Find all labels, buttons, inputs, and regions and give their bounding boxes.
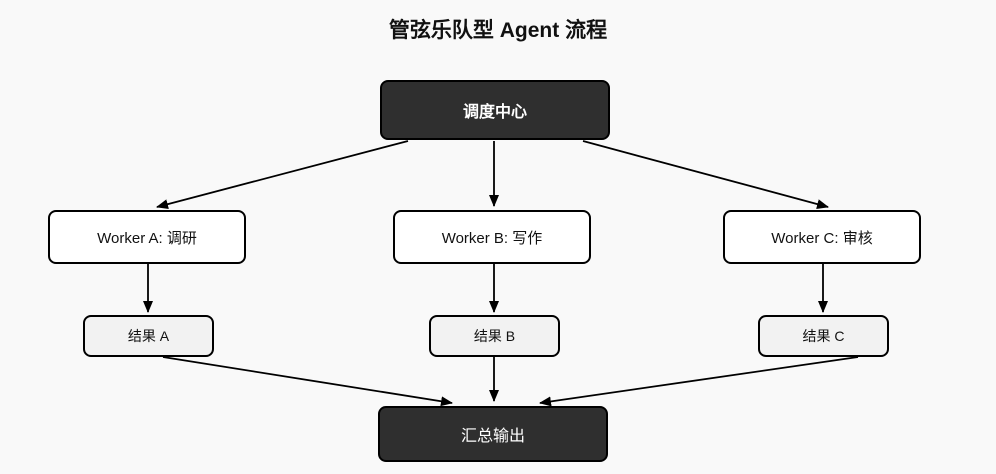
worker-c-node: Worker C: 审核 [723, 210, 921, 264]
worker-a-node-label: Worker A: 调研 [97, 229, 197, 247]
worker-c-node-label: Worker C: 审核 [771, 229, 873, 247]
result-c-node-label: 结果 C [802, 328, 845, 344]
worker-b-node: Worker B: 写作 [393, 210, 591, 264]
worker-a-node: Worker A: 调研 [48, 210, 246, 264]
edge-result-a-sink [162, 356, 453, 407]
worker-b-node-label: Worker B: 写作 [441, 229, 543, 247]
edge-dispatcher-worker-a [156, 140, 409, 210]
result-b-node: 结果 B [429, 315, 560, 357]
result-b-node-label: 结果 B [473, 328, 516, 344]
result-a-node-label: 结果 A [127, 328, 170, 344]
result-c-node: 结果 C [758, 315, 889, 357]
result-a-node: 结果 A [83, 315, 214, 357]
dispatcher-node: 调度中心 [380, 80, 610, 140]
diagram-title: 管弦乐队型 Agent 流程 [388, 19, 608, 42]
sink-node: 汇总输出 [378, 406, 608, 462]
sink-node-label: 汇总输出 [460, 428, 525, 445]
dispatcher-node-label: 调度中心 [462, 104, 527, 121]
edge-dispatcher-worker-c [582, 140, 829, 209]
edge-result-c-sink [539, 356, 859, 407]
